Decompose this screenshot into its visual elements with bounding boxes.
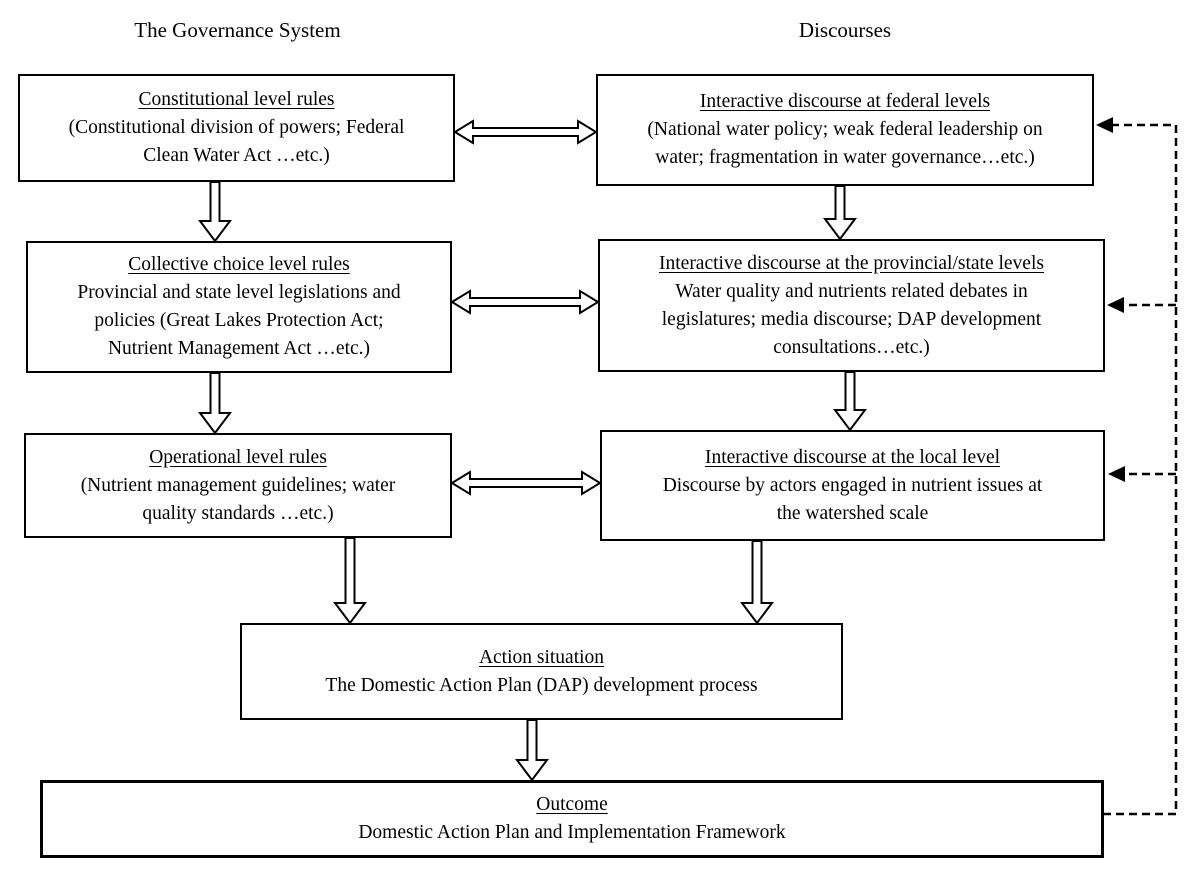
- box-title: Constitutional level rules: [138, 89, 335, 110]
- dashed-arrowhead-local-icon: [1108, 466, 1125, 482]
- box-body: (Constitutional division of powers; Fede…: [68, 117, 405, 166]
- box-constitutional-level-rules: Constitutional level rules (Constitution…: [18, 74, 455, 182]
- box-body: The Domestic Action Plan (DAP) developme…: [325, 674, 758, 696]
- box-body: (National water policy; weak federal lea…: [647, 119, 1043, 168]
- down-arrow-operational-to-action-icon: [333, 537, 367, 625]
- box-federal-discourse: Interactive discourse at federal levels …: [596, 74, 1094, 186]
- box-title: Collective choice level rules: [128, 254, 350, 275]
- column-header-governance-system: The Governance System: [134, 18, 341, 42]
- box-title: Interactive discourse at the local level: [704, 446, 1001, 468]
- box-action-situation: Action situation The Domestic Action Pla…: [240, 623, 843, 720]
- down-arrow-collective-to-operational-icon: [198, 372, 232, 435]
- box-body: Domestic Action Plan and Implementation …: [358, 822, 786, 843]
- column-header-discourses: Discourses: [798, 18, 892, 42]
- box-body: (Nutrient management guidelines; water q…: [80, 474, 396, 524]
- box-title: Interactive discourse at federal levels: [699, 91, 991, 112]
- box-body: Provincial and state level legislations …: [77, 282, 401, 359]
- box-body: Water quality and nutrients related deba…: [661, 280, 1042, 358]
- double-arrow-operational-local-icon: [450, 470, 602, 496]
- dashed-arrowhead-provincial-icon: [1107, 297, 1124, 313]
- dashed-arrowhead-federal-icon: [1096, 117, 1113, 133]
- down-arrow-constitutional-to-collective-icon: [198, 181, 232, 243]
- box-operational-level-rules: Operational level rules (Nutrient manage…: [24, 433, 452, 538]
- dashed-feedback-line-outcome-to-federal: [1103, 123, 1178, 816]
- box-local-discourse: Interactive discourse at the local level…: [600, 430, 1105, 541]
- box-outcome: Outcome Domestic Action Plan and Impleme…: [40, 780, 1104, 858]
- box-title: Action situation: [478, 646, 605, 668]
- down-arrow-federal-to-provincial-icon: [823, 185, 857, 241]
- down-arrow-provincial-to-local-icon: [833, 371, 867, 432]
- box-collective-choice-level-rules: Collective choice level rules Provincial…: [26, 241, 452, 373]
- box-title: Operational level rules: [149, 446, 327, 468]
- box-title: Outcome: [536, 794, 608, 815]
- double-arrow-collective-provincial-icon: [450, 289, 600, 315]
- double-arrow-constitutional-federal-icon: [453, 119, 598, 145]
- box-body: Discourse by actors engaged in nutrient …: [662, 474, 1043, 524]
- box-provincial-state-discourse: Interactive discourse at the provincial/…: [598, 239, 1105, 372]
- down-arrow-action-to-outcome-icon: [515, 719, 549, 782]
- box-title: Interactive discourse at the provincial/…: [659, 252, 1044, 274]
- down-arrow-local-to-action-icon: [740, 540, 774, 625]
